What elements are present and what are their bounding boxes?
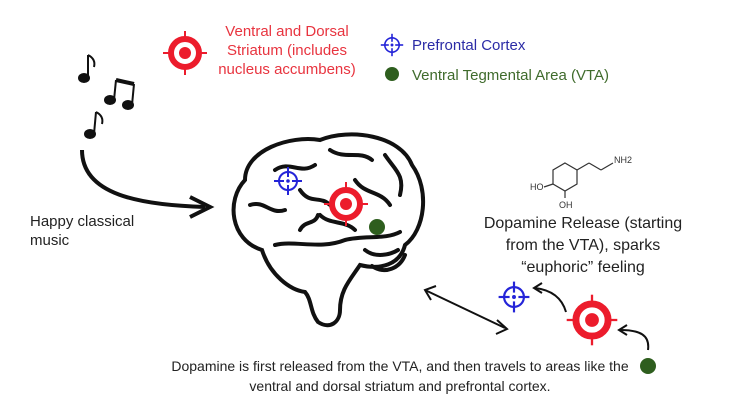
- striatum-target-icon: [567, 295, 618, 346]
- legend-prefrontal-label: Prefrontal Cortex: [412, 37, 526, 54]
- arrow-icon: [532, 282, 650, 351]
- legend-vta-label: Ventral Tegmental Area (VTA): [412, 67, 610, 84]
- arrow-icon: [80, 149, 206, 209]
- music-label: Happy classical music: [30, 213, 135, 249]
- vta-dot-icon: [640, 358, 656, 374]
- arrow-icon: [423, 285, 509, 335]
- dopamine-release-label: Dopamine Release (starting from the VTA)…: [483, 215, 683, 276]
- brain-icon: [231, 132, 426, 328]
- music-note-icon: [78, 54, 135, 139]
- prefrontal-crosshair-icon: [497, 280, 531, 314]
- striatum-target-icon: [163, 31, 207, 75]
- molecule-amine-label: NH2: [614, 155, 632, 165]
- dopamine-molecule-icon: [543, 162, 614, 198]
- caption: Dopamine is first released from the VTA,…: [171, 358, 629, 394]
- legend-striatum-label: Ventral and Dorsal Striatum (includes nu…: [218, 23, 356, 78]
- prefrontal-crosshair-icon: [273, 166, 303, 196]
- molecule-hydroxyl-label: HO: [530, 182, 544, 192]
- prefrontal-crosshair-icon: [379, 32, 405, 58]
- vta-dot-icon: [369, 219, 385, 235]
- molecule-hydroxyl-label: OH: [559, 200, 573, 210]
- vta-dot-icon: [385, 67, 399, 81]
